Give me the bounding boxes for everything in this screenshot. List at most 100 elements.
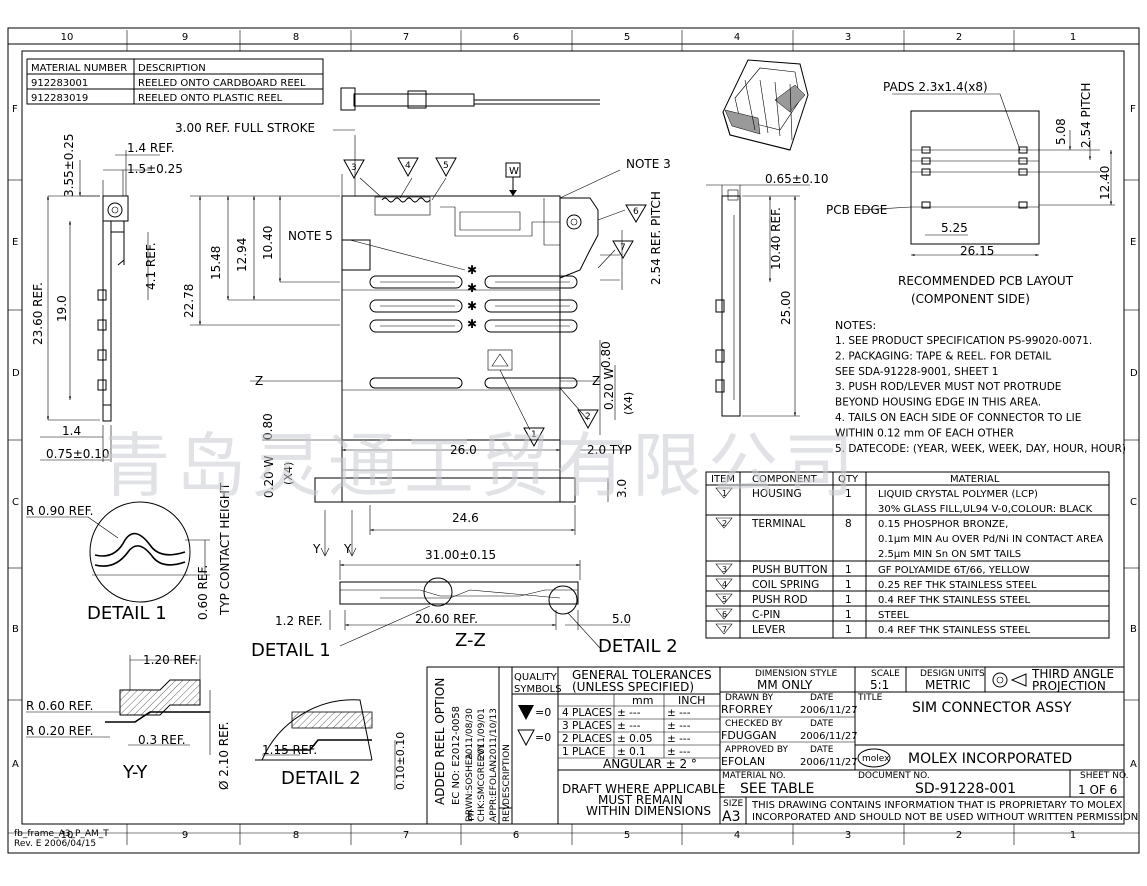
company-name: MOLEX INCORPORATED xyxy=(908,751,1072,767)
pcb-layout-title: RECOMMENDED PCB LAYOUT xyxy=(898,274,1074,288)
checked-by-value: FDUGGAN xyxy=(721,729,777,742)
frame-column-top-9: 9 xyxy=(182,32,188,43)
dim-0-3-ref: 0.3 REF. xyxy=(138,733,186,747)
frame-column-top-3: 3 xyxy=(845,32,851,43)
bom-qty: 1 xyxy=(845,609,852,621)
bom-item-number: 5 xyxy=(722,595,727,604)
dimension-style-value: MM ONLY xyxy=(757,678,813,692)
frame-column-top-1: 1 xyxy=(1070,32,1076,43)
checked-date-value: 2006/11/27 xyxy=(800,731,858,742)
frame-column-top-7: 7 xyxy=(403,32,409,43)
frame-column-bottom-5: 5 xyxy=(624,830,630,841)
design-units-value: METRIC xyxy=(925,678,971,692)
frame-column-top-4: 4 xyxy=(734,32,740,43)
datum-w-label: W xyxy=(509,166,519,177)
frame-column-bottom-3: 3 xyxy=(845,830,851,841)
tolerance-rows: 4 PLACES± ---± ---3 PLACES± ---± ---2 PL… xyxy=(562,707,691,758)
dim-0-75: 0.75±0.10 xyxy=(46,447,110,461)
symbol-open-value: =0 xyxy=(535,731,551,744)
svg-text:5: 5 xyxy=(443,161,449,171)
dim-full-stroke: 3.00 REF. FULL STROKE xyxy=(175,121,315,135)
pcb-dim-5-25: 5.25 xyxy=(941,221,968,235)
item-balloon-icon xyxy=(715,487,733,499)
quality-label: QUALITY xyxy=(514,672,558,683)
dim-3-0: 3.0 xyxy=(615,479,629,498)
frame-column-bottom-1: 1 xyxy=(1070,830,1076,841)
revision-block: ADDED REEL OPTION EC NO: E2012-0058 DRWN… xyxy=(433,678,512,823)
material-row-1-number: 912283001 xyxy=(31,78,88,89)
section-y-right: Y xyxy=(343,542,352,556)
bom-header-component: COMPONENT xyxy=(752,474,818,485)
dim-15-48: 15.48 xyxy=(209,246,223,280)
note-line-1: 1. SEE PRODUCT SPECIFICATION PS-99020-00… xyxy=(835,335,1092,347)
tol-mm: ± 0.05 xyxy=(617,733,653,745)
bom-qty: 1 xyxy=(845,564,852,576)
label-typ-contact-height: TYP CONTACT HEIGHT xyxy=(218,482,232,616)
top-side-view xyxy=(340,87,600,111)
frame-column-bottom-2: 2 xyxy=(956,830,962,841)
dim-0-20-w-left: 0.20 W xyxy=(262,455,276,498)
svg-text:2: 2 xyxy=(585,412,591,422)
title-and-company: TITLE SIM CONNECTOR ASSY molex MOLEX INC… xyxy=(722,693,1138,825)
drawn-by-label: DRAWN BY xyxy=(725,693,774,703)
drawn-date-value: 2006/11/27 xyxy=(800,705,858,716)
dimension-style-label: DIMENSION STYLE xyxy=(755,669,838,679)
pcb-layout-subtitle: (COMPONENT SIDE) xyxy=(911,292,1030,306)
frame-row-right-C: C xyxy=(1130,497,1137,508)
open-triangle-icon xyxy=(517,729,535,747)
pcb-edge-label: PCB EDGE xyxy=(826,203,887,217)
general-tolerances-label: GENERAL TOLERANCES xyxy=(572,668,712,682)
bom-qty: 1 xyxy=(845,594,852,606)
left-side-view xyxy=(40,150,160,462)
bom-qty: 1 xyxy=(845,579,852,591)
pcb-pads xyxy=(911,146,1039,209)
title-label: TITLE xyxy=(857,693,883,703)
note-line-6: 4. TAILS ON EACH SIDE OF CONNECTOR TO LI… xyxy=(835,412,1081,424)
tol-inch: ± --- xyxy=(667,733,691,745)
tol-inch: ± --- xyxy=(667,720,691,732)
scale-value: 5:1 xyxy=(870,678,889,692)
dim-r-0-20: R 0.20 REF. xyxy=(26,724,93,738)
molex-logo-icon xyxy=(857,748,891,768)
revision-date-1: 2011/08/30 xyxy=(465,708,475,760)
notes-heading: NOTES: xyxy=(835,319,876,332)
pcb-dim-pitch: 2.54 PITCH xyxy=(1079,83,1093,148)
frame-row-right-B: B xyxy=(1130,624,1137,635)
pcb-dim-26-15: 26.15 xyxy=(960,244,994,258)
svg-text:6: 6 xyxy=(633,207,639,217)
dim-20-60-ref: 20.60 REF. xyxy=(415,612,478,626)
material-no-value: SEE TABLE xyxy=(740,781,814,797)
bom-header-qty: QTY xyxy=(838,474,859,485)
material-row-1-description: REELED ONTO CARDBOARD REEL xyxy=(138,78,306,89)
bom-material-line: 0.15 PHOSPHOR BRONZE, xyxy=(878,519,1008,530)
frame-column-top-6: 6 xyxy=(513,32,519,43)
size-label: SIZE xyxy=(723,799,744,809)
approved-by-label: APPROVED BY xyxy=(725,745,789,755)
size-value: A3 xyxy=(722,809,740,825)
dim-31-00: 31.00±0.15 xyxy=(425,548,496,562)
material-header-description: DESCRIPTION xyxy=(138,63,206,74)
revision-ec-number: EC NO: E2012-0058 xyxy=(451,706,462,805)
draft-line-1: DRAFT WHERE APPLICABLE xyxy=(562,782,725,796)
document-no-value: SD-91228-001 xyxy=(915,781,1016,797)
quality-symbols: QUALITY SYMBOLS =0 =0 xyxy=(514,672,562,747)
note-line-5: BEYOND HOUSING EDGE IN THIS AREA. xyxy=(835,397,1041,409)
material-row-2-number: 912283019 xyxy=(31,93,88,104)
frame-column-top-2: 2 xyxy=(956,32,962,43)
revision-checked: CHK:SMCGREEVY xyxy=(477,743,487,822)
bom-item-number: 2 xyxy=(722,519,727,528)
checked-by-label: CHECKED BY xyxy=(725,719,783,729)
dim-0-20-w-right: 0.20 W xyxy=(602,367,616,410)
frame-column-top-5: 5 xyxy=(624,32,630,43)
tol-header-inch: INCH xyxy=(678,694,705,707)
svg-text:1: 1 xyxy=(531,430,537,440)
pcb-dim-12-40: 12.40 xyxy=(1098,166,1112,200)
dim-4-1-ref: 4.1 REF. xyxy=(144,242,158,290)
dim-22-78: 22.78 xyxy=(182,284,196,318)
dim-r-0-60: R 0.60 REF. xyxy=(26,699,93,713)
frame-column-bottom-7: 7 xyxy=(403,830,409,841)
approvals: DRAWN BY DATE RFORREY 2006/11/27 CHECKED… xyxy=(721,693,858,768)
